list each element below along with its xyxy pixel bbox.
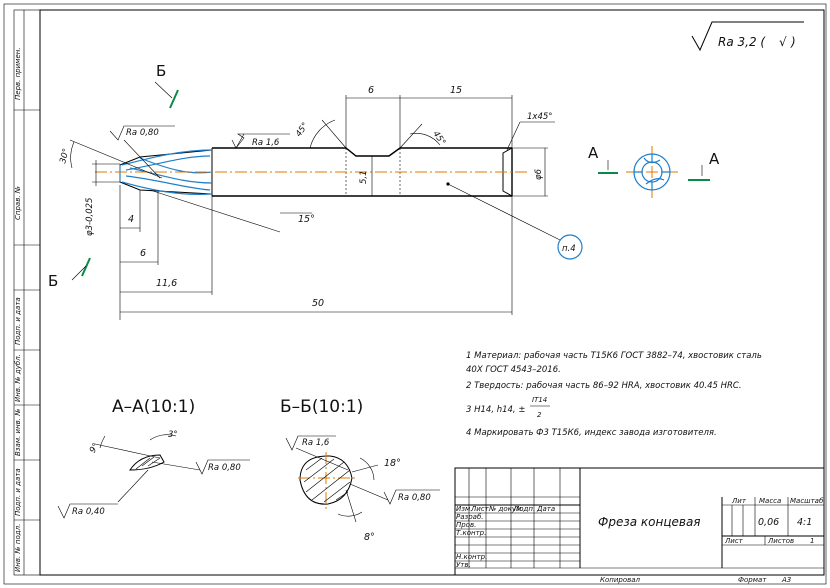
general-roughness: Ra 3,2 ( √ ) <box>691 21 804 52</box>
dim-6-bottom: 6 <box>140 248 146 259</box>
tb-hdr-sign: Подп. <box>514 505 535 513</box>
dim-50: 50 <box>312 298 324 309</box>
tb-hdr-change: Изм. <box>456 505 472 513</box>
view-bb: Б–Б(10:1) Ra 1,6 18° Ra 0,80 8° <box>280 397 440 543</box>
tb-lit: Лит <box>731 497 747 505</box>
ra16-bb: Ra 1,6 <box>302 438 330 448</box>
angle-45-right: 45° <box>430 129 447 147</box>
ra040-aa: Ra 0,40 <box>72 507 105 517</box>
view-bb-title: Б–Б(10:1) <box>280 397 363 417</box>
tb-role-1: Разраб. <box>456 513 484 521</box>
view-aa: А–А(10:1) 9° 3° Ra 0,80 Ra 0,40 <box>57 397 250 519</box>
note-1: 1 Материал: рабочая часть Т15К6 ГОСТ 388… <box>466 351 762 361</box>
section-b-bottom: Б <box>48 272 58 290</box>
tb-copied: Копировал <box>600 576 641 584</box>
angle-3: 3° <box>168 430 178 440</box>
tb-role-2: Пров. <box>456 521 476 529</box>
dim-chamfer: 1x45° <box>527 112 553 122</box>
stamp-text-3: Подп. и дата <box>14 297 22 345</box>
ra080-bb: Ra 0,80 <box>398 493 431 503</box>
roughness-label: Ra 3,2 ( <box>718 35 766 49</box>
dim-5-1: 5,1 <box>359 170 369 184</box>
note-4: 4 Маркировать Ф3 Т15К6, индекс завода из… <box>466 428 717 438</box>
angle-18: 18° <box>384 458 401 469</box>
ra080-main: Ra 0,80 <box>126 128 159 138</box>
tb-scale: Масштаб <box>790 497 824 505</box>
stamp-text-1: Перв. примен. <box>14 47 22 100</box>
section-a-right: А <box>709 150 720 168</box>
dim-phi6: φ6 <box>534 168 544 180</box>
stamp-text-4: Инв. № дубл. <box>14 354 22 402</box>
angle-8: 8° <box>364 532 375 543</box>
tb-role-3: Т.контр. <box>456 529 486 537</box>
stamp-text-2: Справ. № <box>14 186 22 220</box>
note-1-cont: 40Х ГОСТ 4543–2016. <box>466 365 561 375</box>
tb-sheet: Лист <box>724 537 744 545</box>
dim-15: 15 <box>450 85 462 96</box>
tb-hdr-doc: № докум. <box>488 505 524 513</box>
tb-hdr-sheet: Лист <box>470 505 490 513</box>
stamp-text-6: Подп. и дата <box>14 468 22 516</box>
roughness-close: ) <box>790 35 796 49</box>
angle-15: 15° <box>298 214 315 225</box>
note-3: 3 H14, h14, ± <box>466 405 525 415</box>
dim-6-top: 6 <box>368 85 374 96</box>
tb-role-6: Утв. <box>456 561 471 569</box>
section-a-left: А <box>588 144 599 162</box>
tb-format: Формат <box>738 576 767 584</box>
section-b-top: Б <box>156 62 166 80</box>
dim-4: 4 <box>128 214 134 225</box>
tb-mass-value: 0,06 <box>758 517 779 528</box>
ra080-aa: Ra 0,80 <box>208 463 241 473</box>
title-block: Лит Масса Масштаб 0,06 4:1 Лист Листов 1… <box>454 467 825 584</box>
main-view: 6 15 1x45° 45° 45° 5,1 φ6 Ra 1,6 Ra 0,80 <box>48 62 583 320</box>
roughness-check: √ <box>779 35 787 49</box>
ra16-shank: Ra 1,6 <box>252 138 280 148</box>
end-view: А А <box>588 144 720 200</box>
tb-mass: Масса <box>759 497 781 505</box>
angle-30: 30° <box>58 147 72 164</box>
note-3-denominator: 2 <box>537 411 542 419</box>
technical-notes: 1 Материал: рабочая часть Т15К6 ГОСТ 388… <box>466 351 762 438</box>
tb-part-name: Фреза концевая <box>598 515 701 529</box>
tb-format-value: A3 <box>781 576 791 584</box>
position-4: п.4 <box>562 244 576 254</box>
note-2: 2 Твердость: рабочая часть 86–92 HRA, хв… <box>466 381 742 391</box>
angle-45-left: 45° <box>294 121 311 139</box>
side-stamp: Перв. примен. Справ. № Подп. и дата Инв.… <box>13 9 41 576</box>
note-3-numerator: IT14 <box>532 396 547 404</box>
view-aa-title: А–А(10:1) <box>112 397 195 417</box>
dim-11-6: 11,6 <box>156 278 177 289</box>
stamp-text-5: Взам. инв. № <box>14 408 22 456</box>
tb-sheets: Листов <box>767 537 794 545</box>
tb-sheets-value: 1 <box>810 537 814 545</box>
tb-scale-value: 4:1 <box>797 517 812 528</box>
tb-hdr-date: Дата <box>536 505 555 513</box>
tb-role-5: Н.контр. <box>456 553 487 561</box>
outer-frame <box>3 3 827 585</box>
stamp-text-7: Инв. № подл. <box>14 524 22 572</box>
angle-9: 9° <box>88 442 101 455</box>
dim-phi3: φ3-0,025 <box>85 198 95 236</box>
